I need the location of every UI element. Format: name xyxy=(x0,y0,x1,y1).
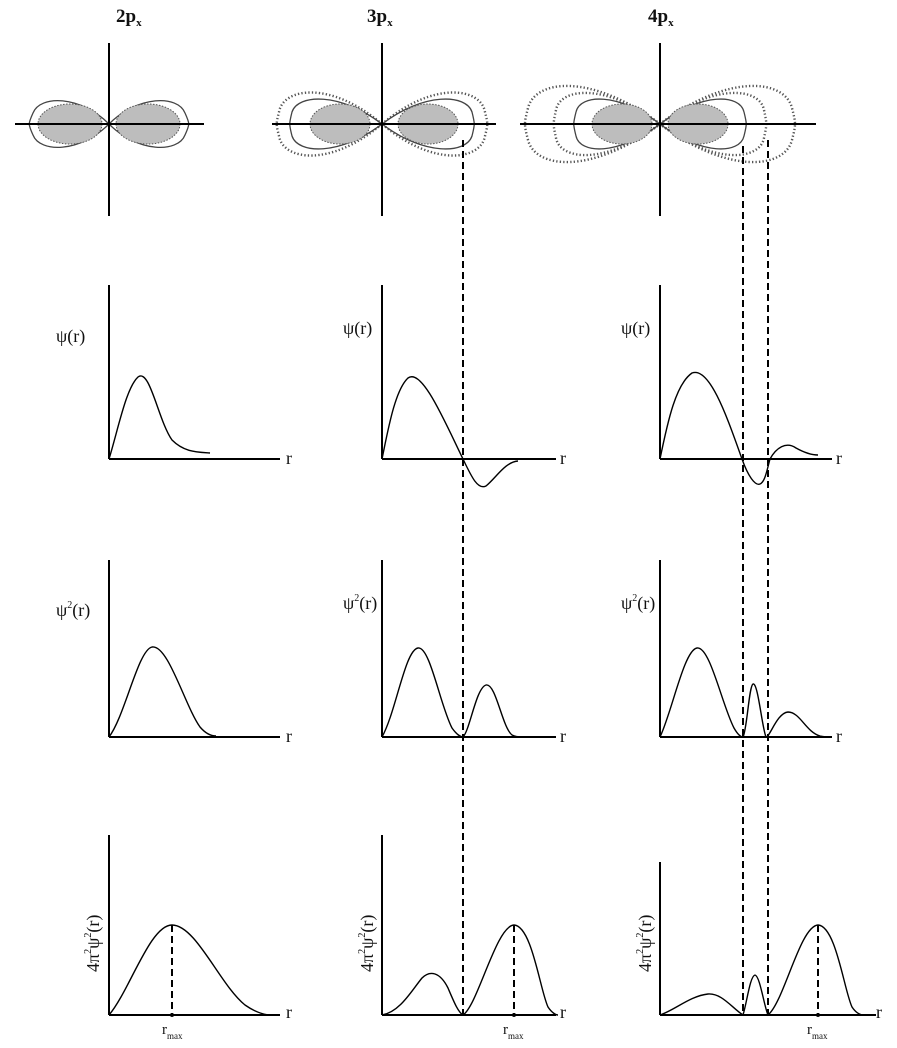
psi-axis-label-4px: ψ(r) xyxy=(621,318,650,339)
title-2px: 2px xyxy=(116,6,142,29)
rmax-label-2px: rmax xyxy=(162,1022,183,1041)
title-4px: 4px xyxy=(648,6,674,29)
rmax-label-3px: rmax xyxy=(503,1022,524,1041)
psi2-plot-3px: ψ2(r) r xyxy=(343,560,566,746)
rdf-plot-3px: 4π2ψ2(r) r rmax xyxy=(357,835,566,1041)
orbital-4px xyxy=(520,43,816,216)
psi2-axis-label-3px: ψ2(r) xyxy=(343,593,377,614)
psi-plot-2px: ψ(r) r xyxy=(56,285,292,468)
r-axis-label: r xyxy=(876,1002,882,1022)
orbital-3px xyxy=(272,43,496,216)
r-axis-label: r xyxy=(836,448,842,468)
r-axis-label: r xyxy=(286,448,292,468)
r-axis-label: r xyxy=(836,726,842,746)
psi2-axis-label-4px: ψ2(r) xyxy=(621,593,655,614)
rdf-plot-4px: 4π2ψ2(r) r rmax xyxy=(635,862,882,1041)
title-3px: 3px xyxy=(367,6,393,29)
r-axis-label: r xyxy=(560,726,566,746)
rdf-axis-label-3px: 4π2ψ2(r) xyxy=(357,915,378,972)
rdf-axis-label-4px: 4π2ψ2(r) xyxy=(635,915,656,972)
r-axis-label: r xyxy=(560,1002,566,1022)
psi-plot-4px: ψ(r) r xyxy=(621,285,842,485)
psi2-axis-label-2px: ψ2(r) xyxy=(56,600,90,621)
psi2-plot-4px: ψ2(r) r xyxy=(621,560,842,746)
rdf-axis-label-2px: 4π2ψ2(r) xyxy=(83,915,104,972)
rdf-plot-2px: 4π2ψ2(r) r rmax xyxy=(83,835,292,1041)
psi2-plot-2px: ψ2(r) r xyxy=(56,560,292,746)
r-axis-label: r xyxy=(286,1002,292,1022)
rmax-label-4px: rmax xyxy=(807,1022,828,1041)
psi-axis-label-2px: ψ(r) xyxy=(56,326,85,347)
r-axis-label: r xyxy=(286,726,292,746)
orbital-2px xyxy=(15,43,204,216)
psi-plot-3px: ψ(r) r xyxy=(343,285,566,488)
psi-axis-label-3px: ψ(r) xyxy=(343,318,372,339)
r-axis-label: r xyxy=(560,448,566,468)
